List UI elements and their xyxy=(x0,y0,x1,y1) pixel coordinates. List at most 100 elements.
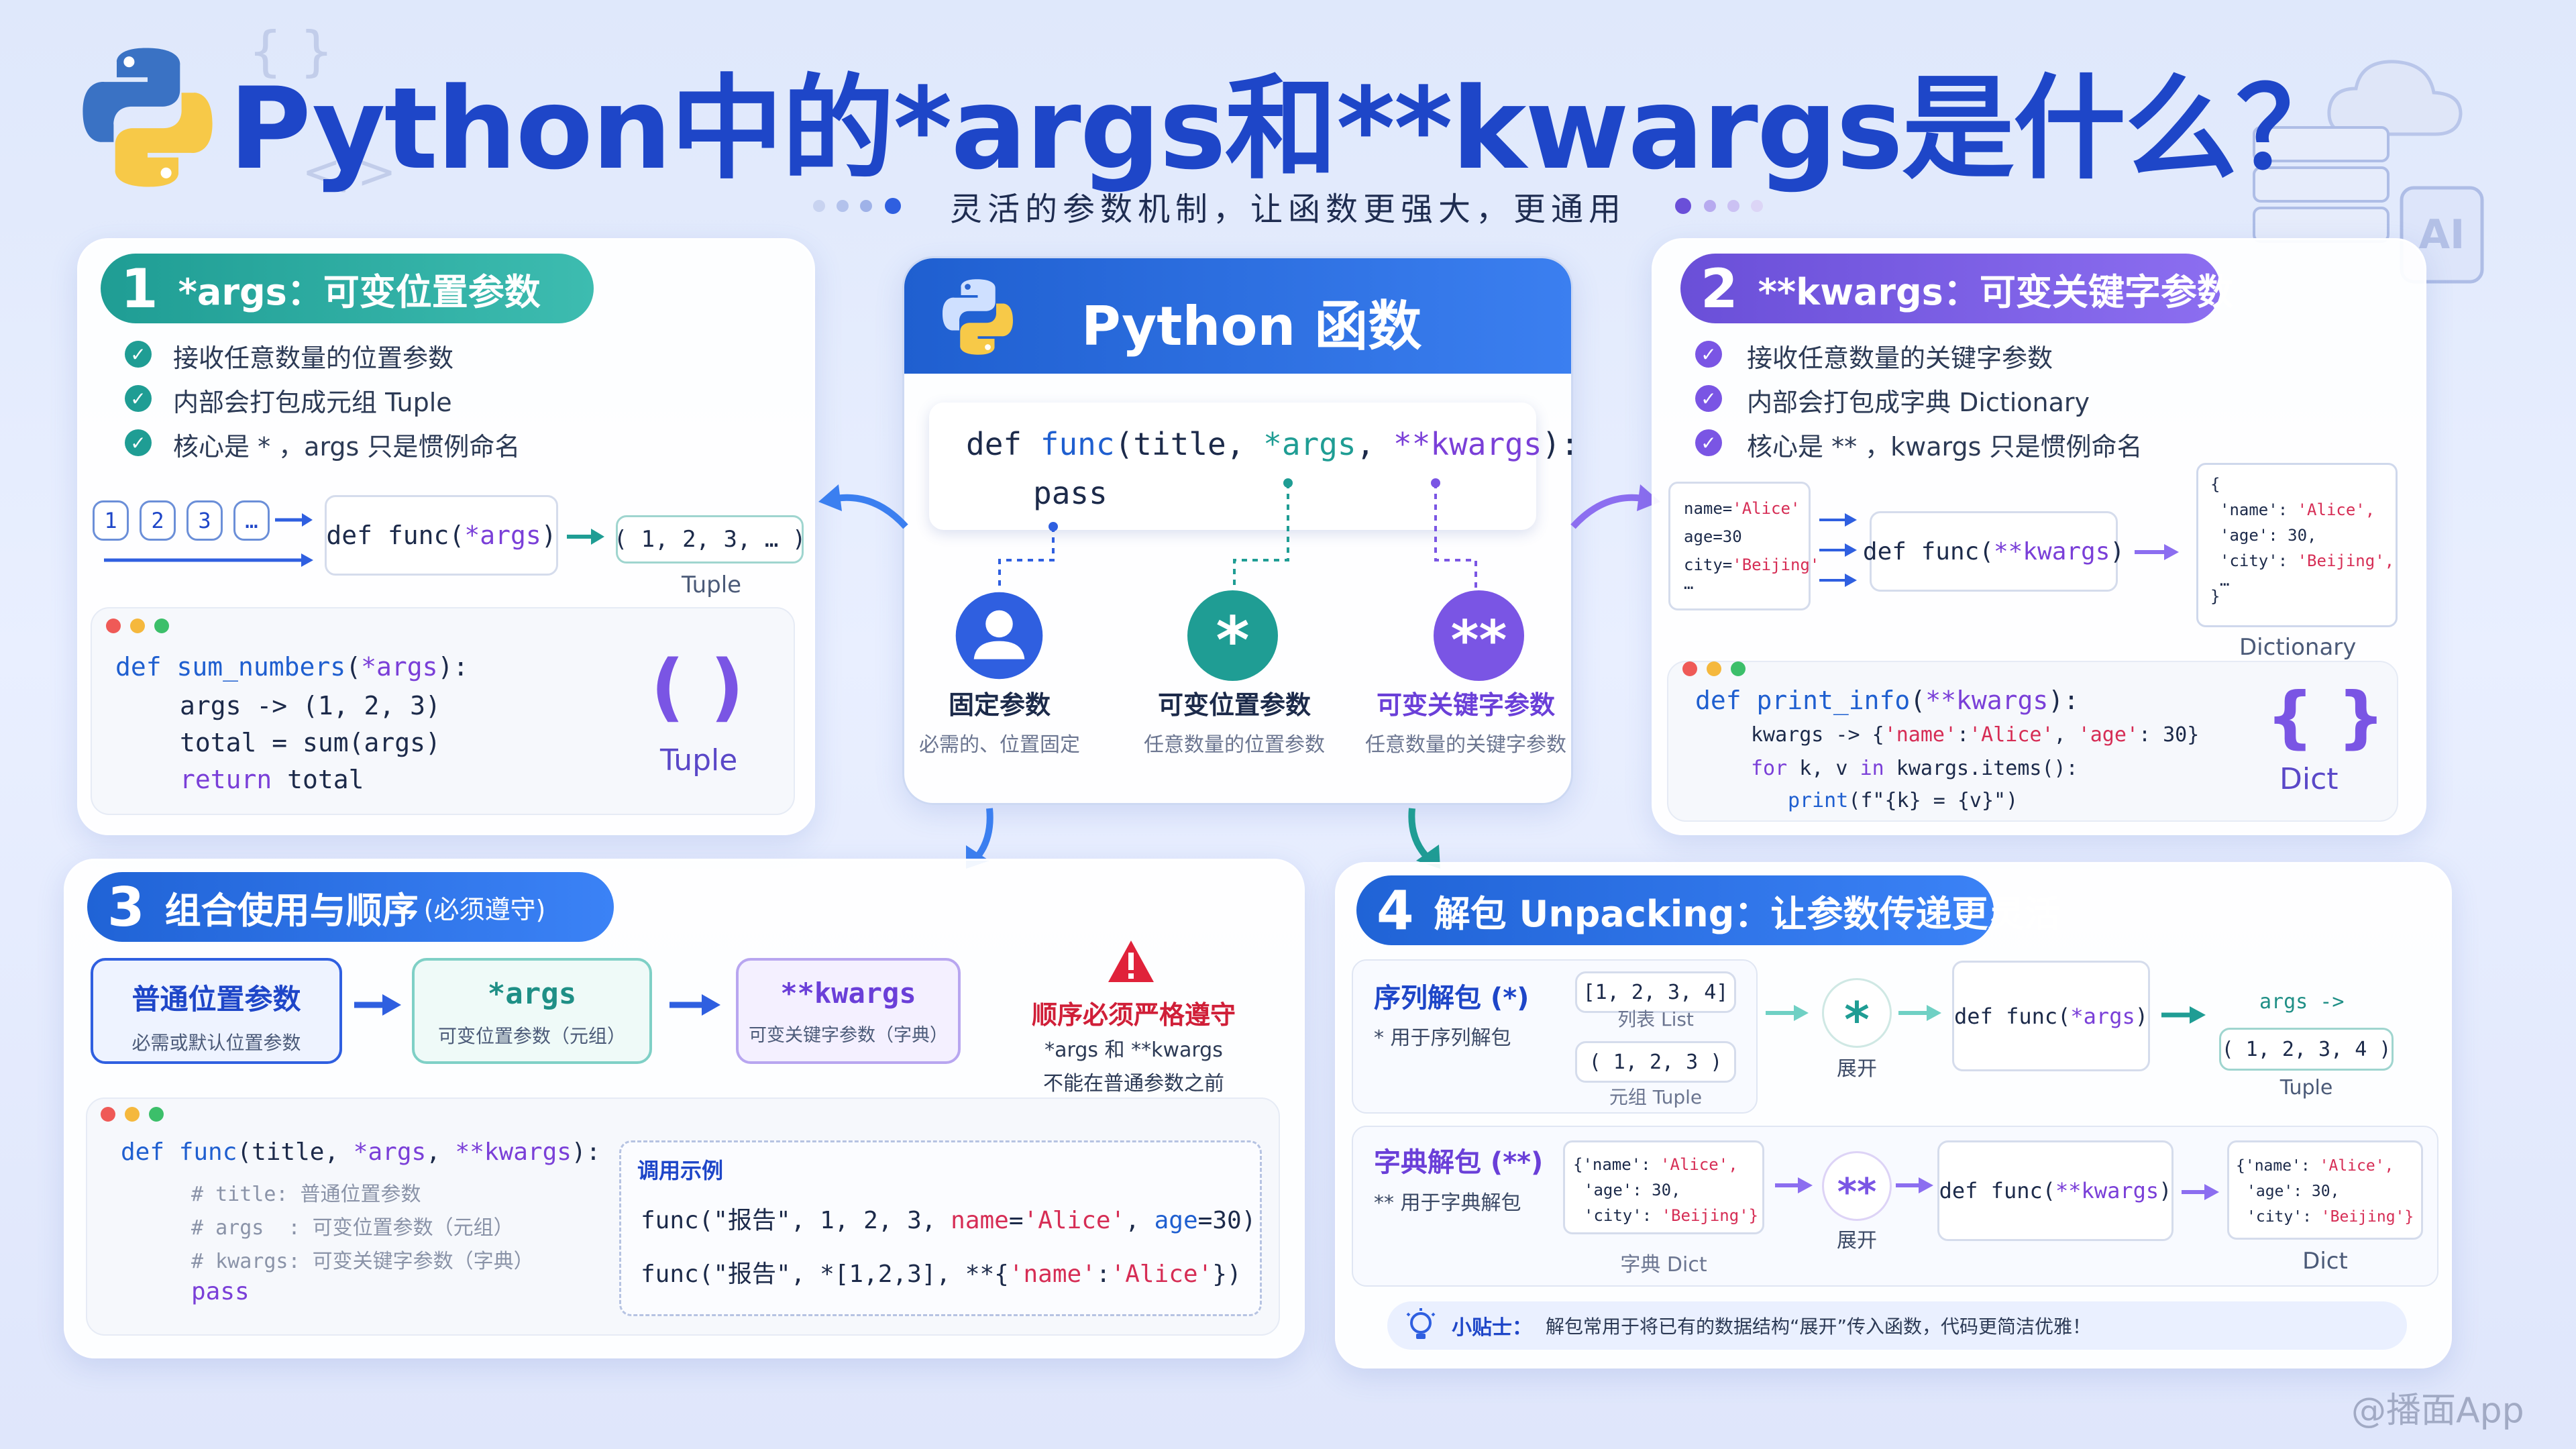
double-asterisk-icon: ** xyxy=(1434,590,1524,681)
tip-text: 解包常用于将已有的数据结构“展开”传入函数，代码更简洁优雅！ xyxy=(1546,1316,2092,1338)
arrow-right-icon xyxy=(567,529,604,545)
kwargs-code-panel xyxy=(1667,661,2398,822)
check-icon: ✓ xyxy=(1695,385,1722,412)
section-number: 3 xyxy=(107,875,145,938)
param-label: 可变关键字参数 xyxy=(1376,690,1555,720)
func-kwargs-box: def func(**kwargs) xyxy=(1863,511,2125,592)
center-header-title: Python 函数 xyxy=(1081,295,1422,358)
code-line: for k, v in kwargs.items(): xyxy=(1751,757,2078,780)
args-code-panel xyxy=(91,607,795,815)
section-order-header: 3 组合使用与顺序 (必须遵守) xyxy=(87,872,614,942)
step-desc: 可变关键字参数（字典） xyxy=(749,1025,948,1046)
warning-text: *args 和 **kwargs xyxy=(1044,1038,1223,1062)
bullet-text: 接收任意数量的位置参数 xyxy=(173,343,454,373)
braces-decor-icon: { } xyxy=(248,20,334,83)
section-args-header: 1 *args：可变位置参数 xyxy=(101,254,594,323)
example-box xyxy=(619,1140,1262,1316)
bullet-text: 核心是 ** ，kwargs 只是惯例命名 xyxy=(1747,432,2143,462)
example-line: func("报告", 1, 2, 3, name='Alice', age=30… xyxy=(641,1207,1256,1234)
dict-symbol-label: Dict xyxy=(2279,762,2339,796)
input-value-box: 1 xyxy=(93,500,129,541)
bullet-text: 内部会打包成字典 Dictionary xyxy=(1747,388,2090,417)
dictionary-result-box: { 'name': 'Alice', 'age': 30, 'city': 'B… xyxy=(2196,463,2398,627)
unpack-double-star-icon: ** xyxy=(1822,1151,1892,1221)
step-kwargs-box: **kwargs 可变关键字参数（字典） xyxy=(736,958,961,1064)
param-desc: 任意数量的关键字参数 xyxy=(1365,733,1566,757)
step-desc: 必需或默认位置参数 xyxy=(131,1032,301,1054)
input-value-box: 3 xyxy=(186,500,223,541)
bullet-text: 接收任意数量的关键字参数 xyxy=(1747,343,2053,373)
args-result-label: args -> xyxy=(2259,990,2345,1014)
code-comment: # args : 可变位置参数（元组） xyxy=(191,1216,514,1240)
tip-label: 小贴士： xyxy=(1452,1316,1532,1340)
example-line: func("报告", *[1,2,3], **{'name':'Alice'}) xyxy=(641,1260,1242,1288)
warning-text: 不能在普通参数之前 xyxy=(1043,1072,1224,1095)
sequence-desc: * 用于序列解包 xyxy=(1374,1026,1511,1050)
curve-arrow-left-icon xyxy=(818,484,908,529)
dict-desc: ** 用于字典解包 xyxy=(1374,1191,1521,1215)
section-kwargs-header: 2 **kwargs：可变关键字参数 xyxy=(1680,254,2233,323)
tuple-label: 元组 Tuple xyxy=(1609,1086,1703,1108)
param-desc: 任意数量的位置参数 xyxy=(1144,733,1325,757)
svg-text:AI: AI xyxy=(2419,211,2465,258)
arrow-right-icon xyxy=(1898,1005,1941,1021)
code-line: print(f"{k} = {v}") xyxy=(1788,789,2019,812)
code-line: def print_info(**kwargs): xyxy=(1695,686,2079,715)
step-title: *args xyxy=(487,977,577,1011)
expand-label: 展开 xyxy=(1837,1229,1877,1252)
arrow-right-icon xyxy=(1819,513,1857,587)
bullet-text: 核心是 * ，args 只是惯例命名 xyxy=(173,432,521,462)
code-line: kwargs -> {'name':'Alice', 'age': 30} xyxy=(1751,723,2200,747)
section-title-note: (必须遵守) xyxy=(423,894,546,924)
section-title: *args：可变位置参数 xyxy=(178,270,541,313)
curve-arrow-right-icon xyxy=(1570,484,1660,529)
tuple-symbol: ( ) xyxy=(651,644,744,730)
lightbulb-icon xyxy=(1406,1308,1436,1339)
param-label: 可变位置参数 xyxy=(1157,690,1311,720)
func-args-box: def func(*args) xyxy=(1952,961,2150,1071)
code-tag-decor-icon: </> xyxy=(302,144,396,199)
arrow-long-right-icon xyxy=(104,553,313,567)
subtitle-row: 灵活的参数机制，让函数更强大，更通用 xyxy=(0,182,2576,229)
code-line: args -> (1, 2, 3) xyxy=(180,691,441,720)
step-desc: 可变位置参数（元组） xyxy=(437,1025,626,1047)
tuple-result-box: ( 1, 2, 3, 4 ) xyxy=(2219,1028,2394,1071)
param-desc: 必需的、位置固定 xyxy=(919,733,1080,757)
dictionary-label: Dictionary xyxy=(2239,634,2357,661)
code-line: def func(title, *args, **kwargs): xyxy=(966,426,1579,462)
dict-source-label: 字典 Dict xyxy=(1620,1253,1707,1277)
arrow-right-icon xyxy=(669,994,720,1016)
code-line: def func(title, *args, **kwargs): xyxy=(121,1138,601,1166)
dict-title: 字典解包 (**) xyxy=(1374,1147,1544,1178)
subtitle: 灵活的参数机制，让函数更强大，更通用 xyxy=(949,191,1626,228)
check-icon: ✓ xyxy=(125,385,152,412)
func-kwargs-box: def func(**kwargs) xyxy=(1937,1140,2174,1241)
code-line: pass xyxy=(191,1278,250,1305)
tip-bar: 小贴士： 解包常用于将已有的数据结构“展开”传入函数，代码更简洁优雅！ xyxy=(1387,1301,2407,1350)
dict-symbol: { } xyxy=(2266,678,2385,756)
tuple-result-box: ( 1, 2, 3, … ) xyxy=(614,515,806,564)
code-line: pass xyxy=(1033,475,1108,511)
subtitle-dots-left-icon xyxy=(812,198,901,214)
arrow-right-icon xyxy=(2182,1184,2219,1200)
section-title: 解包 Unpacking：让参数传递更灵活 xyxy=(1434,892,2061,935)
tuple-symbol-label: Tuple xyxy=(660,743,738,777)
kwargs-input-box: name='Alice' age=30 city='Beijing' … xyxy=(1668,482,1819,610)
arrow-right-icon xyxy=(2161,1006,2206,1024)
section-unpacking-header: 4 解包 Unpacking：让参数传递更灵活 xyxy=(1356,875,2060,945)
tuple-result-label: Tuple xyxy=(2279,1076,2333,1099)
code-line: total = sum(args) xyxy=(180,728,441,757)
list-label: 列表 List xyxy=(1617,1008,1694,1030)
list-box: [1, 2, 3, 4] xyxy=(1575,971,1736,1013)
warning-title: 顺序必须严格遵守 xyxy=(1031,1000,1236,1030)
check-icon: ✓ xyxy=(125,341,152,368)
tuple-box: ( 1, 2, 3 ) xyxy=(1575,1041,1736,1083)
example-title: 调用示例 xyxy=(637,1158,724,1183)
step-positional-box: 普通位置参数 必需或默认位置参数 xyxy=(91,958,342,1064)
step-args-box: *args 可变位置参数（元组） xyxy=(412,958,652,1064)
python-logo-icon xyxy=(943,279,1013,355)
window-dots-icon xyxy=(106,619,178,636)
page-title: Python中的*args和**kwargs是什么？ xyxy=(228,63,2349,195)
sequence-title: 序列解包 (*) xyxy=(1374,983,1529,1014)
input-value-box: 2 xyxy=(140,500,176,541)
